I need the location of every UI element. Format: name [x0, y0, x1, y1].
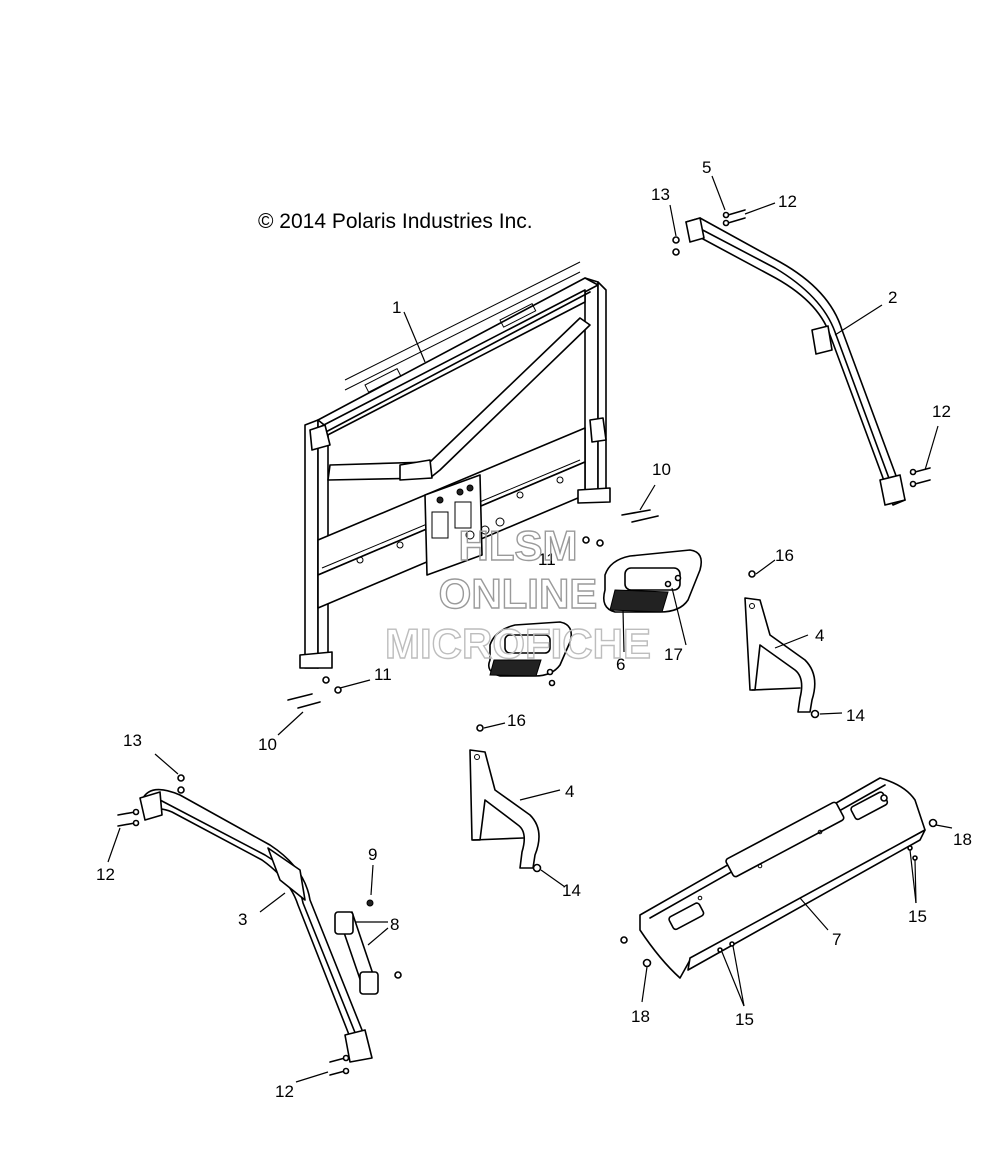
callout-18: 18 [953, 830, 972, 849]
callout-4: 4 [565, 782, 574, 801]
callout-4: 4 [815, 626, 824, 645]
callout-13: 13 [651, 185, 670, 204]
callout-14: 14 [846, 706, 865, 725]
part-4-grab-handle-lower [469, 749, 540, 869]
callout-1: 1 [392, 298, 401, 317]
watermark-line-3: MICROFICHE [385, 620, 651, 667]
part-7-rear-panel [639, 777, 926, 979]
callout-9: 9 [368, 845, 377, 864]
callout-14: 14 [562, 881, 581, 900]
callout-13: 13 [123, 731, 142, 750]
callout-12: 12 [96, 865, 115, 884]
part-3-left-roll-bar [139, 788, 373, 1063]
callout-18: 18 [631, 1007, 650, 1026]
watermark-line-1: HLSM [459, 522, 578, 569]
watermark: HLSM ONLINE MICROFICHE [384, 521, 651, 667]
leader-lines [107, 175, 953, 1083]
part-6-handle-pad-lower [487, 621, 573, 677]
copyright-text: © 2014 Polaris Industries Inc. [258, 210, 533, 233]
callout-15: 15 [908, 907, 927, 926]
callout-numbers: 1 2 3 4 4 5 6 7 8 9 10 10 11 11 12 12 12… [96, 158, 972, 1101]
callout-10: 10 [652, 460, 671, 479]
callout-2: 2 [888, 288, 897, 307]
callout-11: 11 [374, 665, 392, 684]
part-1-rear-frame [299, 261, 611, 669]
callout-12: 12 [275, 1082, 294, 1101]
callout-8: 8 [390, 915, 399, 934]
callout-16: 16 [775, 546, 794, 565]
callout-16: 16 [507, 711, 526, 730]
watermark-line-2: ONLINE [439, 570, 598, 617]
callout-12: 12 [932, 402, 951, 421]
part-2-right-roll-bar [685, 217, 906, 506]
part-4-grab-handle-upper [744, 597, 816, 713]
callout-10: 10 [258, 735, 277, 754]
callout-3: 3 [238, 910, 247, 929]
callout-12: 12 [778, 192, 797, 211]
callout-15: 15 [735, 1010, 754, 1029]
callout-7: 7 [832, 930, 841, 949]
callout-17: 17 [664, 645, 683, 664]
callout-11: 11 [538, 550, 556, 569]
callout-6: 6 [616, 655, 625, 674]
hardware-fasteners [117, 209, 938, 1076]
callout-5: 5 [702, 158, 711, 177]
part-8-strut [334, 911, 379, 995]
part-6-handle-pad-upper [602, 549, 703, 613]
